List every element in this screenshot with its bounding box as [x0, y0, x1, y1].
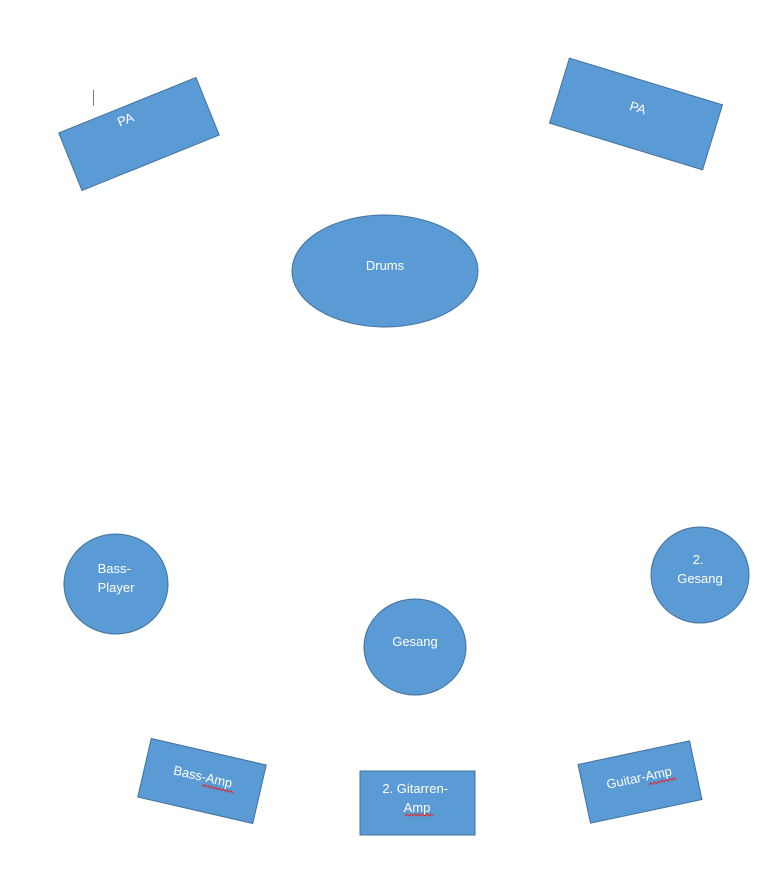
gitarren-amp-2-label: 2. Gitarren- Amp: [382, 781, 451, 815]
pa-left-box[interactable]: PA: [58, 76, 220, 192]
bass-amp-box[interactable]: Bass-Amp: [137, 737, 267, 825]
pa-right-label: PA: [628, 98, 648, 117]
gesang-circle[interactable]: Gesang: [363, 598, 467, 696]
gitarren-amp-2-box[interactable]: 2. Gitarren- Amp: [359, 770, 476, 836]
gesang-2-label: 2. Gesang: [677, 552, 723, 586]
guitar-amp-box[interactable]: Guitar-Amp: [577, 740, 703, 824]
spellcheck-underline: [404, 813, 434, 817]
drums-label: Drums: [366, 258, 405, 273]
bass-player-label: Bass- Player: [98, 561, 136, 595]
drums-ellipse[interactable]: Drums: [291, 214, 479, 328]
pa-right-box[interactable]: PA: [548, 57, 724, 171]
pa-left-label: PA: [115, 109, 136, 129]
spellcheck-underline: [648, 777, 677, 786]
spellcheck-underline: [201, 783, 234, 794]
bass-player-circle[interactable]: Bass- Player: [63, 533, 169, 635]
gesang-2-circle[interactable]: 2. Gesang: [650, 526, 750, 624]
gesang-label: Gesang: [392, 634, 438, 649]
